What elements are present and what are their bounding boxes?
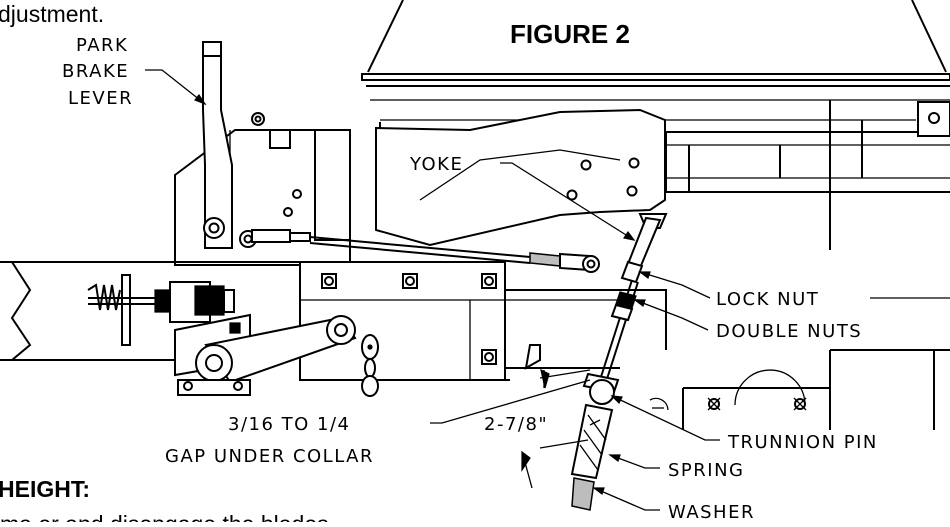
yoke-label: YOKE bbox=[409, 154, 463, 175]
park-brake-label-line3: LEVER bbox=[68, 88, 133, 109]
double-nuts-label: DOUBLE NUTS bbox=[716, 321, 862, 342]
dimension-label: 2-7/8" bbox=[484, 414, 548, 435]
top-text-fragment: djustment. bbox=[0, 1, 104, 27]
leader-lines bbox=[145, 69, 950, 511]
bottom-text-fragment: ma er and disengage the blades bbox=[0, 511, 329, 522]
main-frame-rail bbox=[0, 261, 667, 381]
gap-label-line1: 3/16 TO 1/4 bbox=[228, 414, 351, 435]
lock-nut-label: LOCK NUT bbox=[716, 289, 819, 310]
washer-label: WASHER bbox=[668, 502, 755, 522]
yoke-plate bbox=[375, 108, 668, 247]
park-brake-label-line1: PARK bbox=[76, 35, 128, 56]
brake-rod bbox=[239, 229, 600, 273]
park-brake-label-line2: BRAKE bbox=[62, 61, 129, 82]
idler-arm bbox=[174, 313, 357, 396]
hopper bbox=[361, 0, 950, 121]
chain bbox=[361, 334, 379, 397]
lower-right-plate bbox=[649, 349, 950, 430]
figure-title: FIGURE 2 bbox=[510, 19, 630, 49]
trunnion-pin-label: TRUNNION PIN bbox=[727, 432, 878, 453]
spring-label: SPRING bbox=[668, 460, 745, 481]
gap-label-line2: GAP UNDER COLLAR bbox=[165, 446, 374, 467]
section-heading-fragment: HEIGHT: bbox=[0, 476, 90, 502]
left-spring-assembly bbox=[87, 274, 235, 346]
callout-labels: PARK BRAKE LEVER YOKE LOCK NUT DOUBLE NU… bbox=[62, 35, 878, 523]
park-brake-lever bbox=[202, 41, 233, 249]
